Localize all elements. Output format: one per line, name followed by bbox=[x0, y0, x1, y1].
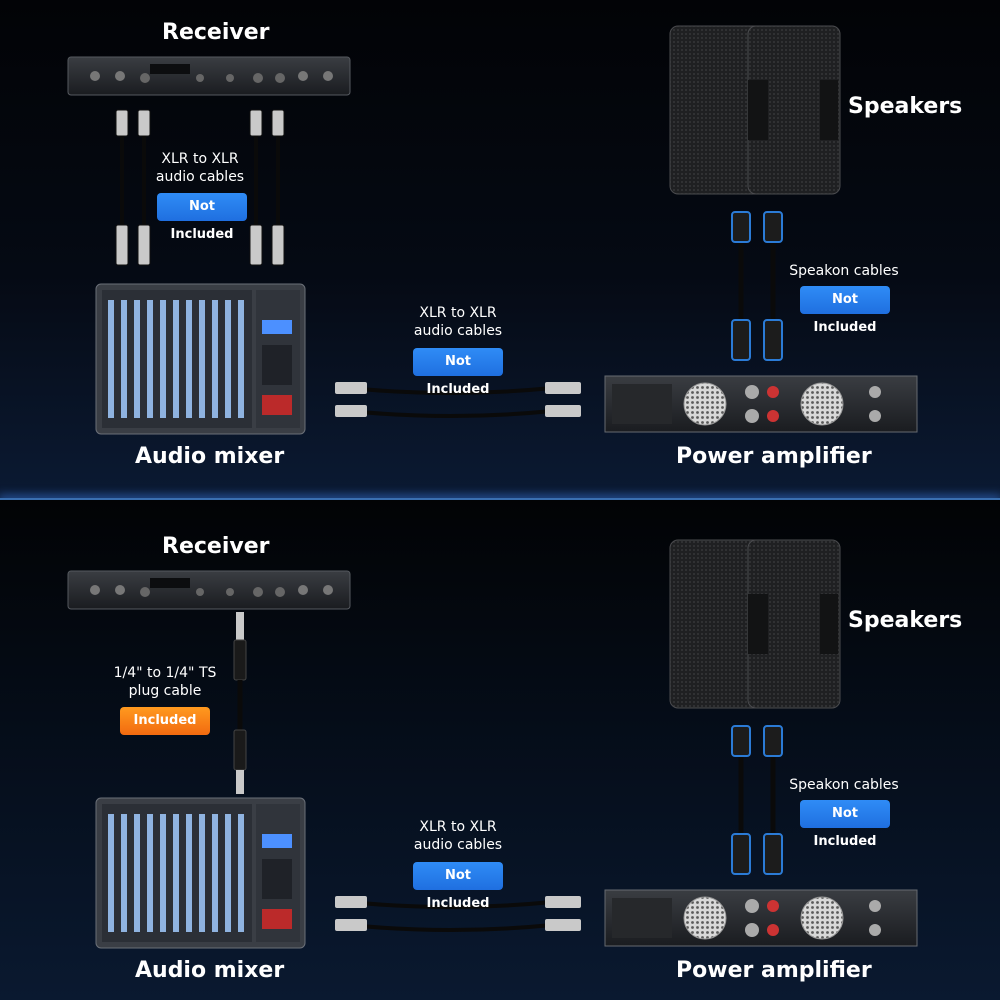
receiver-cable-line1: XLR to XLR bbox=[161, 151, 239, 167]
power-amplifier-device bbox=[604, 889, 918, 947]
panel-divider bbox=[0, 498, 1000, 501]
ts-cable-caption: 1/4" to 1/4" TS plug cable bbox=[100, 664, 230, 700]
audio-mixer-label: Audio mixer bbox=[135, 958, 285, 983]
audio-mixer-device bbox=[95, 283, 306, 435]
audio-mixer-label: Audio mixer bbox=[135, 444, 285, 469]
receiver-cable-badge: Not Included bbox=[157, 193, 247, 242]
top-illustration bbox=[67, 25, 918, 435]
top-panel: Receiver Speakers Audio mixer Power ampl… bbox=[0, 0, 1000, 500]
mixer-amp-cable-caption: XLR to XLR audio cables bbox=[408, 818, 508, 854]
mixer-amp-cable-line1: XLR to XLR bbox=[419, 305, 497, 321]
bottom-illustration bbox=[67, 539, 918, 949]
speakon-badge: Not Included bbox=[800, 800, 890, 849]
mixer-amp-cable-line2: audio cables bbox=[413, 837, 503, 853]
mixer-amp-cable-line1: XLR to XLR bbox=[419, 819, 497, 835]
speakers-label: Speakers bbox=[848, 608, 963, 633]
power-amplifier-device bbox=[604, 375, 918, 433]
mixer-amp-cable-caption: XLR to XLR audio cables bbox=[408, 304, 508, 340]
power-amplifier-label: Power amplifier bbox=[676, 444, 872, 469]
speakers-device bbox=[669, 25, 841, 195]
speakon-caption: Speakon cables bbox=[789, 777, 899, 793]
receiver-device bbox=[67, 570, 351, 610]
mixer-to-amp-xlr-cables bbox=[335, 896, 581, 932]
ts-cable-line1: 1/4" to 1/4" TS bbox=[113, 665, 217, 681]
audio-mixer-device bbox=[95, 797, 306, 949]
power-amplifier-label: Power amplifier bbox=[676, 958, 872, 983]
receiver-cable-caption: XLR to XLR audio cables bbox=[150, 150, 250, 186]
mixer-to-amp-xlr-cables bbox=[335, 382, 581, 418]
ts-plug-cable bbox=[233, 612, 247, 794]
speakon-cables bbox=[731, 725, 783, 875]
receiver-device bbox=[67, 56, 351, 96]
ts-cable-badge: Included bbox=[120, 707, 210, 735]
speakon-badge: Not Included bbox=[800, 286, 890, 335]
bottom-panel: Receiver Speakers Audio mixer Power ampl… bbox=[0, 500, 1000, 1000]
ts-cable-line2: plug cable bbox=[128, 683, 202, 699]
mixer-amp-cable-badge: Not Included bbox=[413, 862, 503, 911]
speakers-device bbox=[669, 539, 841, 709]
mixer-amp-cable-badge: Not Included bbox=[413, 348, 503, 397]
receiver-xlr-cables bbox=[115, 109, 285, 266]
receiver-label: Receiver bbox=[162, 20, 270, 45]
speakers-label: Speakers bbox=[848, 94, 963, 119]
speakon-cables bbox=[731, 211, 783, 361]
speakon-caption: Speakon cables bbox=[789, 263, 899, 279]
mixer-amp-cable-line2: audio cables bbox=[413, 323, 503, 339]
receiver-cable-line2: audio cables bbox=[155, 169, 245, 185]
receiver-label: Receiver bbox=[162, 534, 270, 559]
